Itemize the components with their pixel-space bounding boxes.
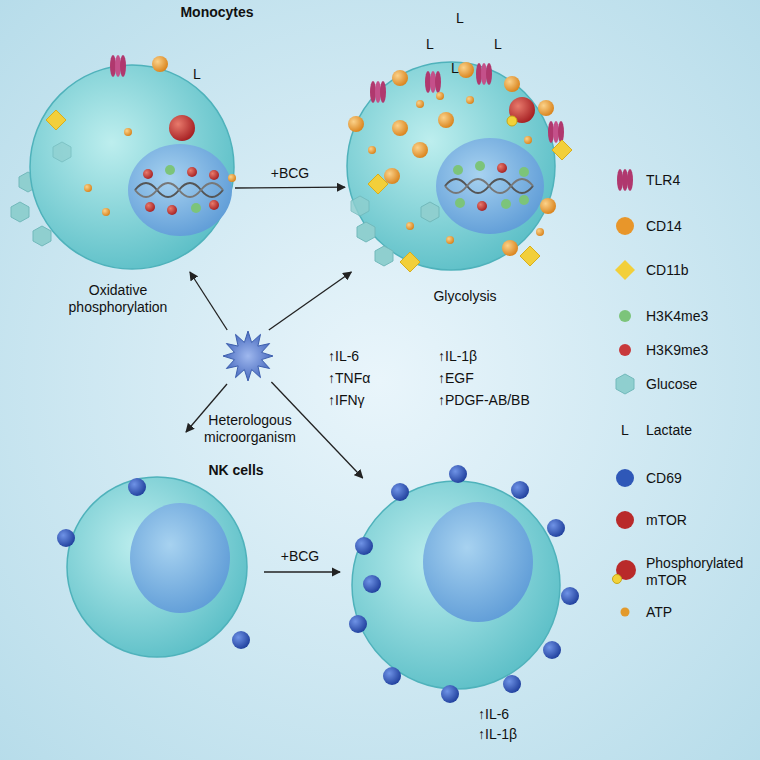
legend-swatch xyxy=(608,301,642,331)
nk-cell-trained xyxy=(349,465,579,703)
label: L xyxy=(494,36,502,53)
edge-label: +BCG xyxy=(271,165,310,182)
section-heading: Monocytes xyxy=(180,4,253,21)
cell-node: ↑IL-6↑IL-1β xyxy=(350,478,562,692)
monocyte-trained xyxy=(347,62,572,272)
legend-swatch xyxy=(608,505,642,535)
legend-text: H3K9me3 xyxy=(646,342,756,359)
node-text: ↑IL-1β xyxy=(478,726,558,743)
arrow xyxy=(264,571,340,572)
label: ↑IL-6 xyxy=(328,348,359,365)
legend-text: ATP xyxy=(646,604,756,621)
monocyte-resting xyxy=(11,55,236,269)
legend-swatch xyxy=(608,335,642,365)
label: L xyxy=(456,10,464,27)
legend-entry: CD14 xyxy=(608,211,758,241)
legend-entry: H3K4me3 xyxy=(608,301,758,331)
arrow-connector xyxy=(235,187,345,189)
node-text: Glycolysis xyxy=(405,288,525,305)
nk-cell-resting xyxy=(57,477,250,657)
label: L xyxy=(621,422,629,439)
legend-entry: ATP xyxy=(608,597,758,627)
section-heading: NK cells xyxy=(208,462,263,479)
label: ↑IFNγ xyxy=(328,392,365,409)
legend-text: Phosphorylated mTOR xyxy=(646,555,756,589)
label: ↑PDGF-AB/BB xyxy=(438,392,530,409)
label: L xyxy=(193,66,201,83)
node-text: ↑IL-6 xyxy=(478,706,558,723)
arrow-connector xyxy=(190,272,227,330)
legend-text: CD11b xyxy=(646,262,756,279)
legend-entry: mTOR xyxy=(608,505,758,535)
arrow-connector xyxy=(269,272,352,330)
legend-swatch xyxy=(608,165,642,195)
label: ↑TNFα xyxy=(328,370,370,387)
legend-text: TLR4 xyxy=(646,172,756,189)
legend-swatch xyxy=(608,211,642,241)
legend-swatch xyxy=(608,557,642,587)
label: ↑EGF xyxy=(438,370,474,387)
legend-swatch xyxy=(608,597,642,627)
legend-entry: Lactate xyxy=(608,415,758,445)
legend-entry: CD69 xyxy=(608,463,758,493)
legend-entry: Glucose xyxy=(608,369,758,399)
cell-node: Glycolysis xyxy=(345,60,557,272)
node-text: Oxidative phosphorylation xyxy=(58,282,178,316)
label: L xyxy=(451,60,459,77)
node-text: Heterologous microorganism xyxy=(194,412,306,446)
label: ↑IL-1β xyxy=(438,348,477,365)
legend-text: CD14 xyxy=(646,218,756,235)
legend-text: Lactate xyxy=(646,422,756,439)
legend-entry: Phosphorylated mTOR xyxy=(608,557,758,587)
legend-text: Glucose xyxy=(646,376,756,393)
cell-node: Oxidative phosphorylation xyxy=(30,62,235,272)
legend-text: H3K4me3 xyxy=(646,308,756,325)
legend-entry: H3K9me3 xyxy=(608,335,758,365)
label: L xyxy=(426,36,434,53)
legend-swatch xyxy=(608,463,642,493)
legend-text: mTOR xyxy=(646,512,756,529)
legend-text: CD69 xyxy=(646,470,756,487)
microbe-node: Heterologous microorganism xyxy=(222,330,274,382)
label: +BCG xyxy=(281,548,320,565)
starburst-shape xyxy=(222,330,274,382)
legend-swatch xyxy=(608,255,642,285)
legend-swatch xyxy=(608,369,642,399)
legend-entry: CD11b xyxy=(608,255,758,285)
legend-entry: TLR4 xyxy=(608,165,758,195)
